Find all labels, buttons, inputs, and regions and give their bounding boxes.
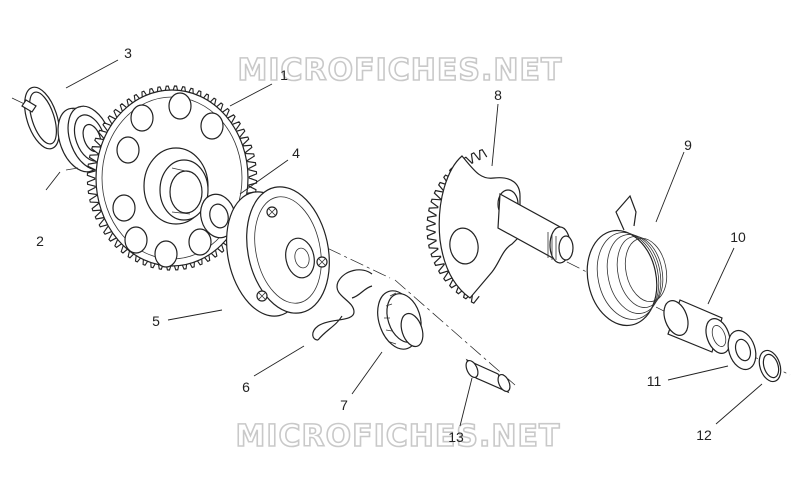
leader-line-2 [45,171,61,191]
screw-head [316,256,328,268]
leader-line-7 [351,351,383,395]
gear-hole [154,240,178,268]
screw-head [256,290,268,302]
callout-5: 5 [152,313,160,329]
watermark-bottom: MICROFICHES.NET [236,419,561,454]
leader-line-9 [655,151,685,223]
callout-2: 2 [36,233,44,249]
leader-line-10 [707,247,735,305]
thrust-washer [200,193,236,239]
callout-1: 1 [280,67,288,83]
callout-9: 9 [684,137,692,153]
gear-hole [188,228,212,256]
leader-line-8 [491,103,499,167]
wire-spring-clip [312,269,373,341]
leader-line-1 [229,83,273,107]
clutch-housing [225,186,330,317]
callout-7: 7 [340,397,348,413]
pin-axis [394,279,516,386]
gear-hole [130,104,154,132]
leader-line-6 [253,345,305,377]
retaining-circlip [758,349,782,383]
return-spring [586,194,668,327]
callout-11: 11 [647,373,662,389]
callout-6: 6 [242,379,250,395]
starter-pinion [377,290,424,350]
callout-8: 8 [494,87,502,103]
gear-hole [168,92,192,120]
leader-line-5 [167,309,223,321]
callout-3: 3 [124,45,132,61]
watermark-top: MICROFICHES.NET [238,53,563,88]
leader-line-11 [667,365,729,381]
shim-washer [727,329,757,371]
callout-13: 13 [448,429,464,445]
leader-line-3 [65,59,119,89]
spacer-bushing [663,299,731,354]
callout-10: 10 [730,229,746,245]
gear-hole [116,136,140,164]
leader-line-13 [459,377,473,427]
leader-line-4 [239,159,289,195]
gear-hole [124,226,148,254]
kickstart-sector-shaft [426,148,574,304]
callout-12: 12 [696,427,712,443]
circlip-ring [21,86,60,150]
screw-head [266,206,278,218]
leader-line-12 [715,383,763,425]
guide-pin [465,358,511,394]
gear-hole [200,112,224,140]
callout-4: 4 [292,145,300,161]
gear-hole [112,194,136,222]
